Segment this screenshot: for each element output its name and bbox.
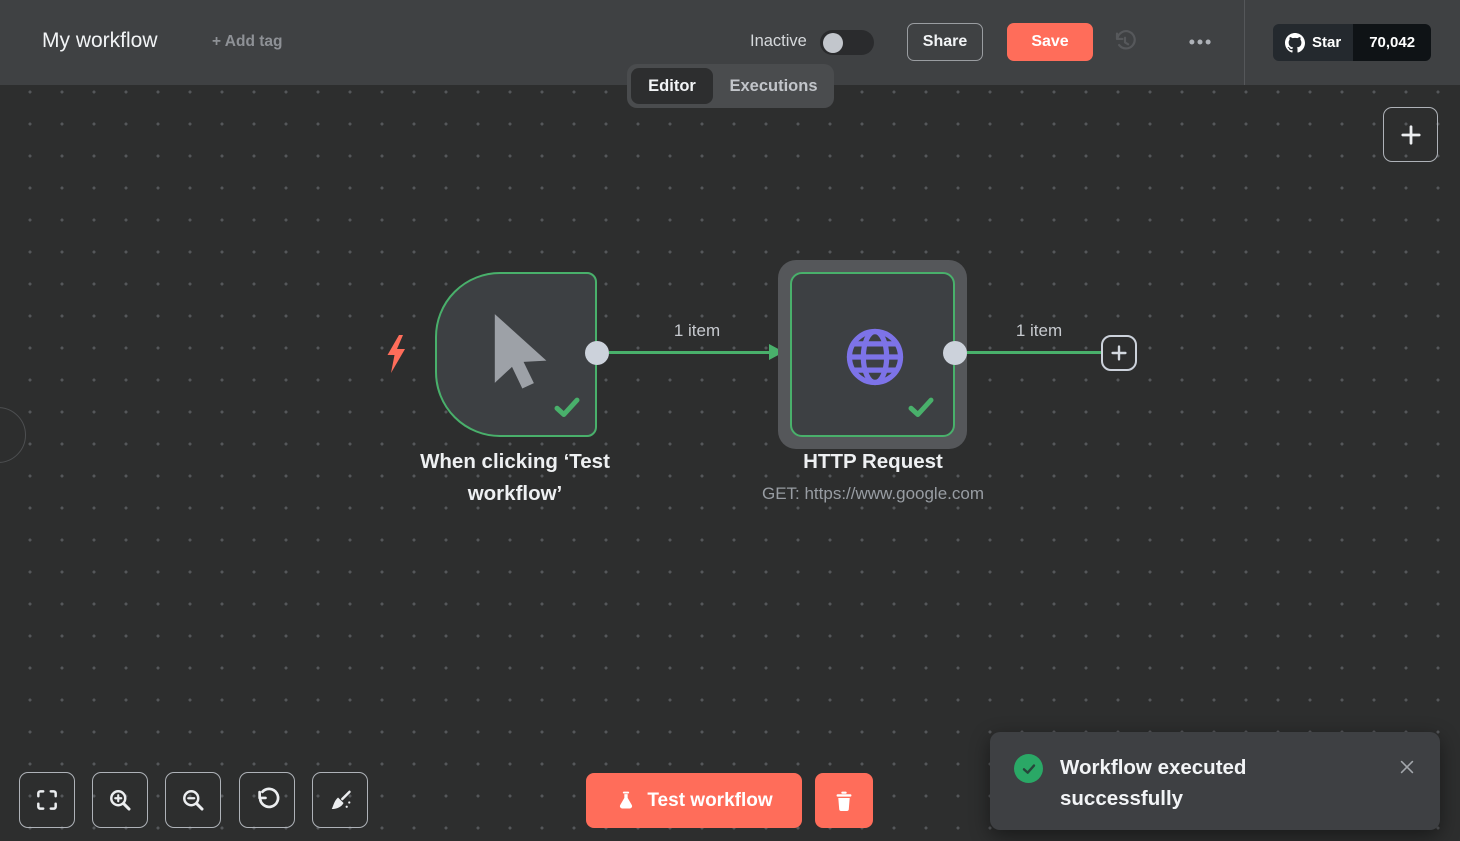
view-tabs: Editor Executions (627, 64, 834, 108)
http-success-check-icon (908, 397, 934, 417)
toast-success-badge (1014, 754, 1043, 783)
success-check-icon (1022, 763, 1035, 774)
more-options-icon[interactable] (1184, 27, 1216, 57)
zoom-in-button[interactable] (92, 772, 148, 828)
share-button[interactable]: Share (907, 23, 983, 61)
github-star-count[interactable]: 70,042 (1353, 24, 1432, 61)
reset-zoom-button[interactable] (239, 772, 295, 828)
github-star-button[interactable]: Star (1273, 24, 1354, 61)
zoom-out-button[interactable] (165, 772, 221, 828)
cursor-icon (462, 300, 562, 405)
connection-line[interactable] (609, 351, 777, 354)
header-divider (1244, 0, 1245, 85)
http-output-connector[interactable] (943, 341, 967, 365)
plus-icon (1400, 124, 1421, 145)
active-toggle[interactable] (820, 30, 874, 55)
node-title: HTTP Request (803, 450, 943, 473)
node-http-request[interactable] (778, 260, 967, 449)
github-icon (1285, 32, 1305, 53)
tab-editor[interactable]: Editor (631, 68, 713, 104)
header-bar: My workflow + Add tag Inactive Share Sav… (0, 0, 1460, 85)
toast-notification: Workflow executed successfully (990, 732, 1440, 830)
fit-view-icon (37, 790, 57, 810)
globe-icon (840, 322, 910, 397)
tidy-up-button[interactable] (312, 772, 368, 828)
connection-items-label: 1 item (673, 321, 721, 340)
close-icon[interactable] (1394, 754, 1420, 780)
add-node-button[interactable] (1383, 107, 1438, 162)
workflow-title[interactable]: My workflow (42, 29, 158, 52)
delete-execution-button[interactable] (815, 773, 873, 828)
github-star-widget[interactable]: Star 70,042 (1273, 24, 1432, 61)
test-workflow-button[interactable]: Test workflow (586, 773, 802, 828)
add-next-node-button[interactable] (1101, 335, 1137, 371)
toast-message: Workflow executed successfully (1060, 756, 1247, 810)
trigger-lightning-icon (387, 335, 405, 373)
node-subtitle: GET: https://www.google.com (761, 484, 985, 503)
trigger-success-check-icon (554, 397, 580, 417)
trash-icon (836, 791, 852, 811)
node-http-request-body[interactable] (790, 272, 955, 437)
connection-items-label: 1 item (1015, 321, 1063, 340)
github-star-label: Star (1312, 34, 1342, 51)
history-icon[interactable] (1109, 26, 1141, 58)
save-button[interactable]: Save (1007, 23, 1093, 61)
zoom-in-icon (109, 789, 131, 811)
test-workflow-label: Test workflow (647, 789, 773, 811)
toggle-knob (823, 32, 843, 53)
connection-line[interactable] (967, 351, 1103, 354)
zoom-out-icon (182, 789, 204, 811)
node-title: When clicking ‘Test workflow’ (420, 450, 610, 505)
zoom-to-fit-button[interactable] (19, 772, 75, 828)
workflow-canvas[interactable] (0, 85, 1460, 841)
active-state-label: Inactive (750, 32, 807, 50)
flask-icon (620, 791, 633, 809)
trigger-output-connector[interactable] (585, 341, 609, 365)
plus-icon (1111, 345, 1127, 361)
undo-icon (257, 787, 279, 808)
broom-icon (331, 790, 351, 809)
tab-executions[interactable]: Executions (729, 76, 818, 95)
add-tag-button[interactable]: + Add tag (212, 33, 283, 50)
